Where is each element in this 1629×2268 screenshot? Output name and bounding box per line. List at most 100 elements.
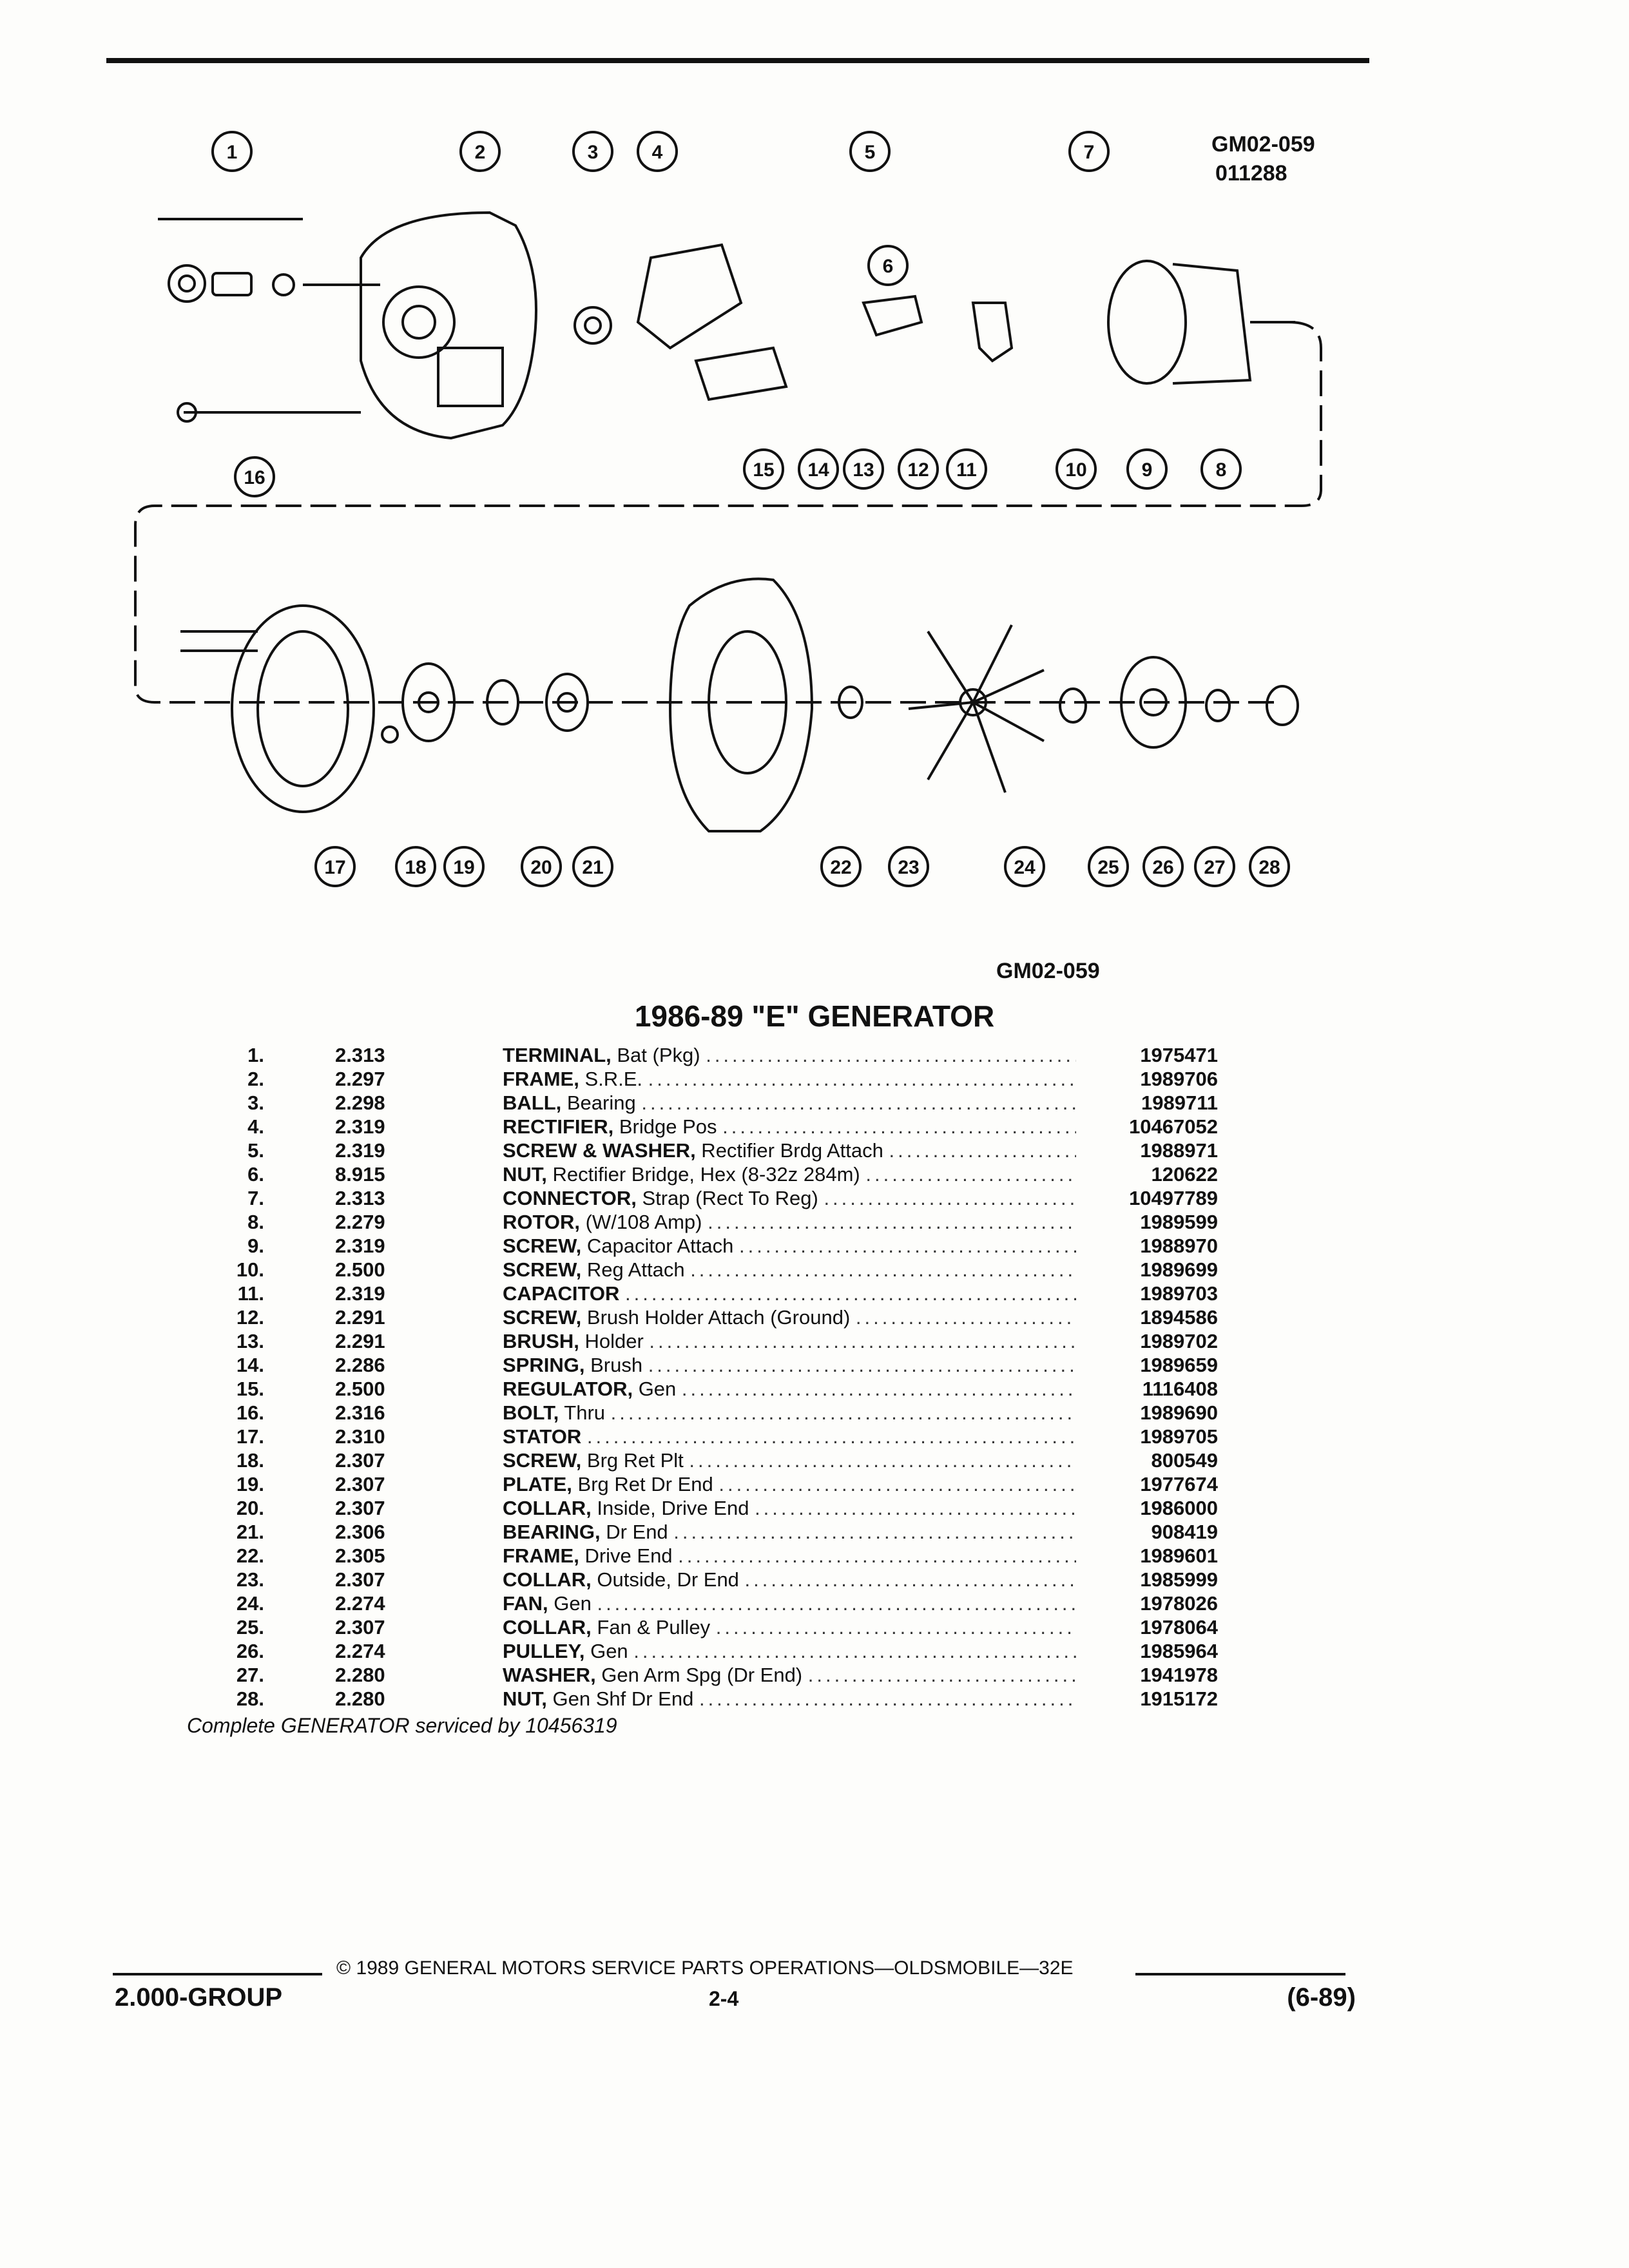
- part-detail: [581, 1425, 587, 1448]
- part-name: RECTIFIER,: [503, 1115, 614, 1138]
- callout-number: 19: [453, 857, 474, 878]
- part-description: FAN, Gen ...............................…: [503, 1592, 1076, 1615]
- callout-circle: [459, 131, 501, 172]
- part-detail: Inside, Drive End: [591, 1497, 755, 1519]
- part-number: 1985999: [1140, 1568, 1218, 1591]
- part-name: SCREW,: [503, 1306, 582, 1329]
- part-description: BOLT, Thru .............................…: [503, 1401, 1076, 1424]
- callout-circle: [637, 131, 678, 172]
- bearing-part-3: [574, 306, 612, 345]
- callout-circle: [743, 448, 784, 490]
- part-description: FRAME, S.R.E. ..........................…: [503, 1068, 1076, 1090]
- callout-number: 16: [244, 467, 265, 488]
- part-number-index: 15.: [236, 1378, 264, 1400]
- part-description: CAPACITOR ..............................…: [503, 1282, 1076, 1305]
- callout-circle: [1055, 448, 1097, 490]
- diagram-ref-date: 011288: [1215, 161, 1287, 186]
- part-number: 1989601: [1140, 1544, 1218, 1567]
- part-name: PULLEY,: [503, 1640, 585, 1662]
- part-number-index: 4.: [247, 1115, 264, 1138]
- part-name: CONNECTOR,: [503, 1187, 637, 1209]
- part-row: 16. 2.316 BOLT, Thru .....................…: [213, 1401, 1218, 1425]
- part-number: 1989703: [1140, 1282, 1218, 1305]
- part-number: 1986000: [1140, 1497, 1218, 1519]
- part-group-code: 2.291: [335, 1330, 385, 1352]
- part-group-code: 2.313: [335, 1187, 385, 1209]
- callout-number: 24: [1014, 857, 1036, 878]
- callout-circle: [898, 448, 939, 490]
- bearing-part-21: [545, 673, 589, 732]
- callout-circle: [888, 846, 929, 887]
- part-group-code: 2.307: [335, 1449, 385, 1472]
- part-name: REGULATOR,: [503, 1378, 633, 1400]
- callout-number: 3: [588, 142, 599, 163]
- part-group-code: 2.280: [335, 1687, 385, 1710]
- part-description: COLLAR, Outside, Dr End ................…: [503, 1568, 1076, 1591]
- part-group-code: 2.500: [335, 1258, 385, 1281]
- capacitor-part-11: [971, 302, 1014, 363]
- callout-number: 17: [324, 857, 345, 878]
- part-number: 1989690: [1140, 1401, 1218, 1424]
- callout-number: 25: [1097, 857, 1119, 878]
- drive-end-frame-part-22: [668, 577, 814, 832]
- part-number-index: 12.: [236, 1306, 264, 1329]
- part-number-index: 8.: [247, 1211, 264, 1233]
- part-name: WASHER,: [503, 1664, 596, 1686]
- callout-number: 8: [1216, 459, 1227, 481]
- part-name: FRAME,: [503, 1544, 579, 1567]
- part-number: 1915172: [1140, 1687, 1218, 1710]
- callout-number: 1: [227, 142, 238, 163]
- part-group-code: 2.274: [335, 1592, 385, 1615]
- part-number: 1116408: [1142, 1378, 1218, 1400]
- part-number-index: 17.: [236, 1425, 264, 1448]
- part-description: SCREW, Reg Attach ......................…: [503, 1258, 1076, 1281]
- page-title: 1986-89 "E" GENERATOR: [634, 999, 995, 1033]
- part-detail: [619, 1282, 625, 1305]
- part-number-index: 11.: [237, 1282, 264, 1305]
- part-number: 908419: [1151, 1521, 1218, 1543]
- callout-number: 11: [956, 459, 977, 481]
- part-group-code: 2.297: [335, 1068, 385, 1090]
- collar-part-25: [1059, 687, 1087, 724]
- part-detail: Bridge Pos: [613, 1115, 723, 1138]
- part-detail: Thru: [559, 1401, 611, 1424]
- part-detail: Drive End: [579, 1544, 679, 1567]
- part-group-code: 2.316: [335, 1401, 385, 1424]
- callout-number: 23: [898, 857, 919, 878]
- callout-number: 13: [853, 459, 874, 481]
- part-description: STATOR .................................…: [503, 1425, 1076, 1448]
- part-number-index: 16.: [236, 1401, 264, 1424]
- part-number-index: 10.: [236, 1258, 264, 1281]
- footer-rule-left: [113, 1973, 322, 1975]
- part-number-index: 6.: [247, 1163, 264, 1186]
- part-description: NUT, Rectifier Bridge, Hex (8-32z 284m) …: [503, 1163, 1076, 1186]
- part-number: 1989699: [1140, 1258, 1218, 1281]
- part-detail: Gen: [548, 1592, 597, 1615]
- part-description: COLLAR, Inside, Drive End ..............…: [503, 1497, 1076, 1519]
- part-number-index: 20.: [236, 1497, 264, 1519]
- part-number-index: 18.: [236, 1449, 264, 1472]
- callout-number: 5: [865, 142, 876, 163]
- callout-circle: [1142, 846, 1184, 887]
- part-name: TERMINAL,: [503, 1044, 612, 1066]
- part-name: COLLAR,: [503, 1497, 592, 1519]
- part-name: COLLAR,: [503, 1568, 592, 1591]
- callout-number: 22: [830, 857, 851, 878]
- part-number: 1989705: [1140, 1425, 1218, 1448]
- part-detail: S.R.E.: [579, 1068, 648, 1090]
- callout-circle: [1200, 448, 1242, 490]
- part-detail: Gen: [584, 1640, 634, 1662]
- top-rule: [106, 58, 1369, 63]
- part-description: BEARING, Dr End ........................…: [503, 1521, 1076, 1543]
